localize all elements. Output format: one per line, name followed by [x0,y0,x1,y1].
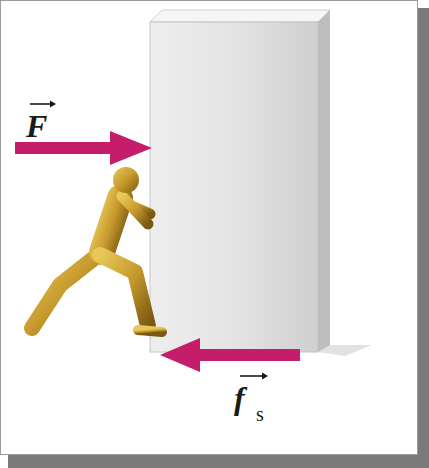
force-arrowhead [110,131,152,165]
force-arrow [15,142,115,154]
force-symbol: F [26,110,47,142]
friction-symbol: f [234,382,245,414]
block-side [318,10,330,352]
friction-arrowhead [160,338,200,372]
man-head [113,167,139,193]
vector-mark [30,101,268,380]
block-top [150,10,330,22]
frame-shadow [8,455,429,468]
frame-shadow [418,8,429,468]
block-front [150,22,318,352]
friction-subscript: s [256,404,264,424]
frame [1,1,418,455]
friction-arrow [196,349,300,361]
man-figure [30,196,162,332]
